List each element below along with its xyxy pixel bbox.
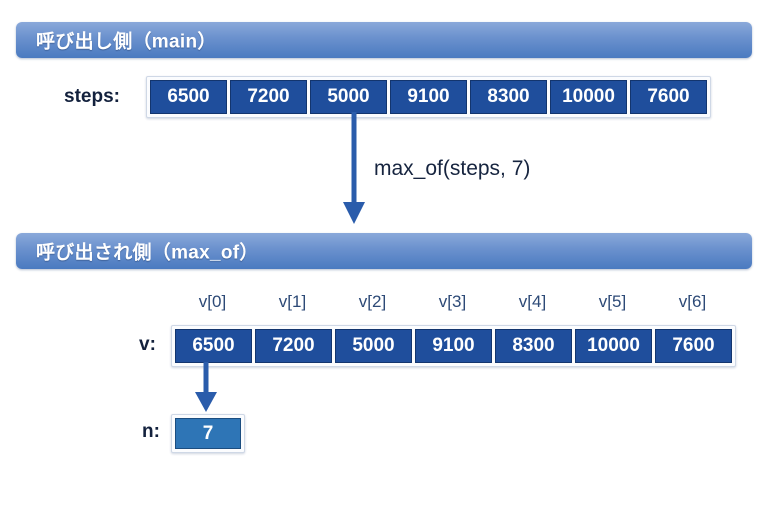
array-cell: 9100 (415, 329, 492, 363)
index-label: v[1] (278, 292, 307, 311)
variable-label-v: v: (139, 334, 156, 355)
array-cell: 9100 (390, 80, 467, 114)
section-banner-max-of: 呼び出され側（max_of） (16, 233, 752, 269)
array-cell: 8300 (495, 329, 572, 363)
call-arrow-icon (343, 112, 365, 224)
array-steps: 6500 7200 5000 9100 8300 10000 7600 (146, 76, 711, 118)
index-label: v[6] (678, 292, 707, 311)
index-label: v[4] (518, 292, 547, 311)
index-label: v[5] (598, 292, 627, 311)
parameter-arrow-icon (195, 362, 217, 412)
array-cell: 7600 (630, 80, 707, 114)
array-cell: 10000 (575, 329, 652, 363)
array-v: 6500 7200 5000 9100 8300 10000 7600 (171, 325, 736, 367)
array-cell: 5000 (310, 80, 387, 114)
index-label: v[0] (198, 292, 227, 311)
scalar-box-n: 7 (171, 414, 245, 453)
array-index-labels: v[0] v[1] v[2] v[3] v[4] v[5] v[6] (171, 292, 734, 312)
section-banner-max-of-label: 呼び出され側（max_of） (36, 242, 259, 264)
array-cell: 6500 (150, 80, 227, 114)
index-label: v[2] (358, 292, 387, 311)
array-cell: 10000 (550, 80, 627, 114)
array-cell: 8300 (470, 80, 547, 114)
array-cell: 7600 (655, 329, 732, 363)
index-label: v[3] (438, 292, 467, 311)
array-cell: 5000 (335, 329, 412, 363)
array-cell: 6500 (175, 329, 252, 363)
variable-label-steps: steps: (64, 86, 120, 107)
scalar-cell: 7 (175, 418, 241, 449)
call-annotation: max_of(steps, 7) (374, 157, 531, 180)
array-cell: 7200 (230, 80, 307, 114)
section-banner-main-label: 呼び出し側（main） (36, 31, 217, 53)
section-banner-main: 呼び出し側（main） (16, 22, 752, 58)
variable-label-n: n: (142, 421, 160, 442)
array-cell: 7200 (255, 329, 332, 363)
